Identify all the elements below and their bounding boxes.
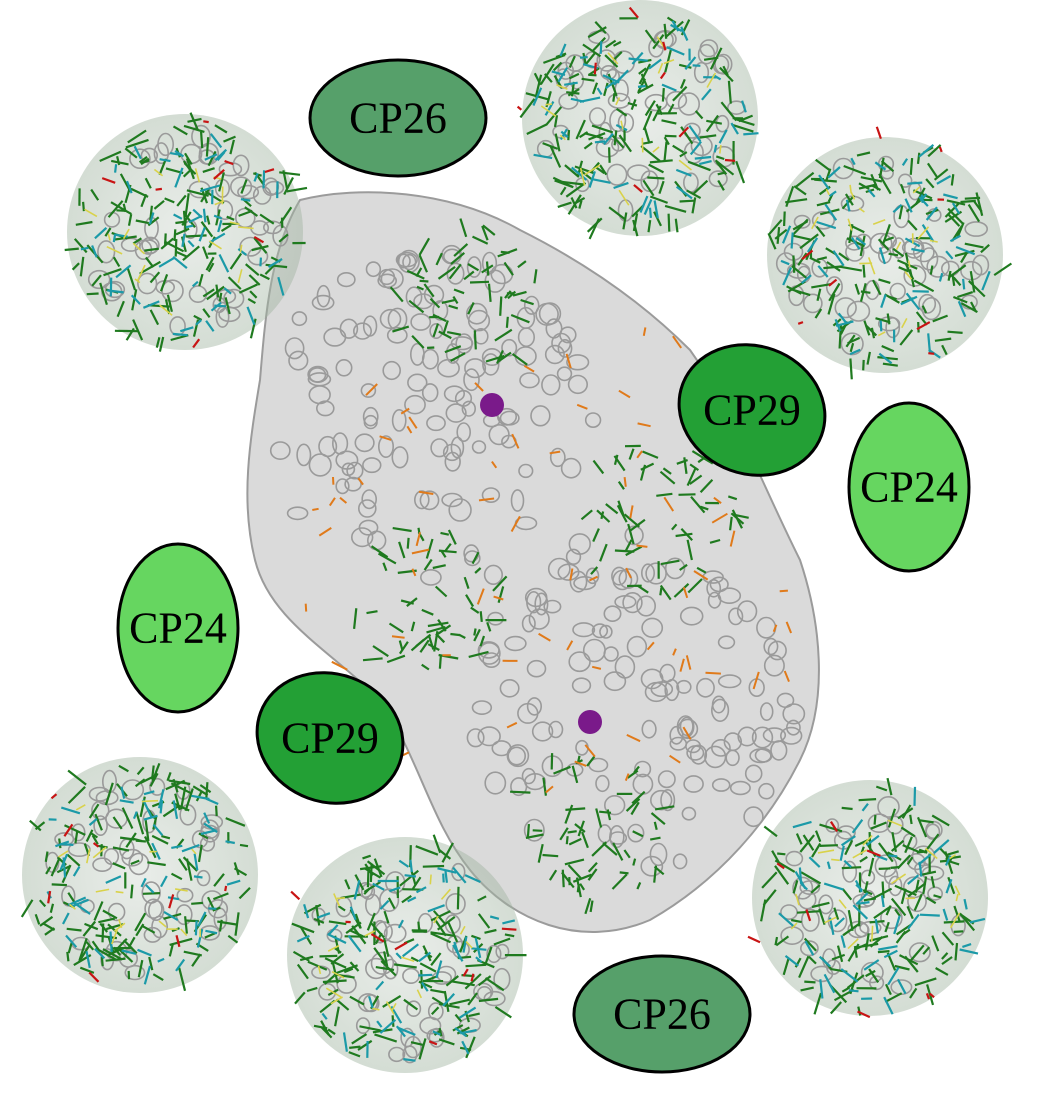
lhcii-trimer-bottom-left [20,757,258,993]
cp24-right: CP24 [847,401,971,573]
lhcii-trimer-top-right [767,126,1013,380]
cp26-top-label: CP26 [349,94,447,143]
cp24-right-label: CP24 [860,463,958,512]
psii-core-dimer [246,191,820,933]
core-protein-mass [246,191,820,933]
cp29-left: CP29 [255,671,405,805]
lhcii-trimers [20,0,1013,1073]
cp24-left: CP24 [116,542,240,714]
heme-top [480,393,504,417]
lhcii-trimer-bottom-right [747,777,988,1019]
cp29-right: CP29 [677,343,827,477]
cp26-bottom-label: CP26 [613,990,711,1039]
heme-bottom [578,710,602,734]
cp29-right-label: CP29 [703,386,801,435]
cp29-left-label: CP29 [281,714,379,763]
cp26-top: CP26 [308,58,488,178]
cp24-left-label: CP24 [129,604,227,653]
lhcii-trimer-top-left [64,112,308,352]
core-helices [269,244,806,877]
lhcii-trimer-bottom-center [287,834,527,1073]
lhcii-trimer-top-center [516,0,759,240]
core-pigments [304,218,793,915]
cp26-bottom: CP26 [572,954,752,1074]
